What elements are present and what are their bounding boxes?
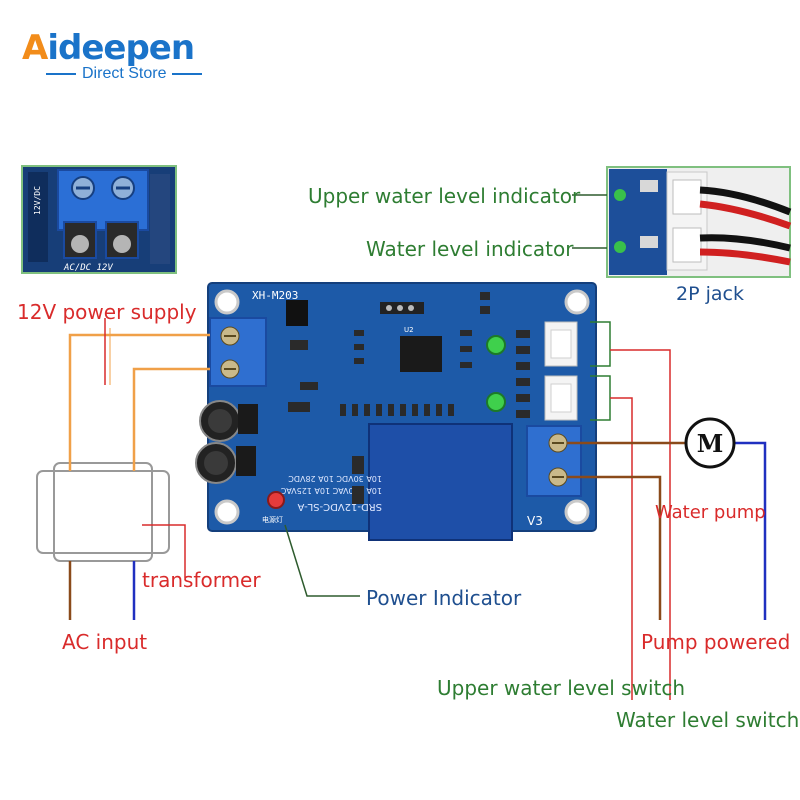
pcb-board: XH-M203 U2 <box>195 282 597 541</box>
supply-wire-1 <box>68 333 210 471</box>
relay-model: SRD-12VDC-SL-A <box>297 501 382 512</box>
transformer-symbol <box>36 462 170 562</box>
pump-powered-label: Pump powered <box>641 630 791 654</box>
jack-inset <box>606 166 792 278</box>
board-v3-label: V3 <box>527 514 543 528</box>
level-indicator-label: Water level indicator <box>366 237 574 261</box>
board-model: XH-M203 <box>252 289 298 302</box>
brand-subtitle: Direct Store <box>82 65 167 82</box>
relay-rating-2: 10A 30VDC 10A 28VDC <box>288 474 382 483</box>
transformer-label: transformer <box>142 568 261 592</box>
ac-input-label: AC input <box>62 630 148 654</box>
power-terminal-inset: AC/DC 12V 12V/DC <box>21 165 177 274</box>
water-pump-label: Water pump <box>655 502 766 523</box>
supply-wire-2 <box>132 367 210 471</box>
ic-label: U2 <box>404 326 414 334</box>
brand-name: Aideepen <box>22 28 195 68</box>
inset-side-text: 12V/DC <box>33 186 42 215</box>
motor-symbol: M <box>697 429 724 458</box>
upper-switch-label: Upper water level switch <box>437 676 686 700</box>
pump-wire-bottom <box>567 475 662 620</box>
inset-voltage-label: AC/DC 12V <box>63 263 113 273</box>
level-switch-wire <box>610 397 633 700</box>
upper-indicator-label: Upper water level indicator <box>308 184 581 208</box>
motor-icon <box>684 417 736 469</box>
relay-rating-1: 10A 250VAC 10A 125VAC <box>280 486 382 495</box>
level-switch-label: Water level switch <box>616 708 800 732</box>
pump-wire-blue <box>735 441 767 620</box>
power-indicator-label: Power Indicator <box>366 586 522 610</box>
upper-switch-wire <box>610 349 671 700</box>
brand-logo: Aideepen Direct Store <box>22 28 208 83</box>
jack-caption: 2P jack <box>676 283 744 305</box>
power-supply-label: 12V power supply <box>17 300 197 324</box>
power-led-text: 电源灯 <box>262 515 283 524</box>
